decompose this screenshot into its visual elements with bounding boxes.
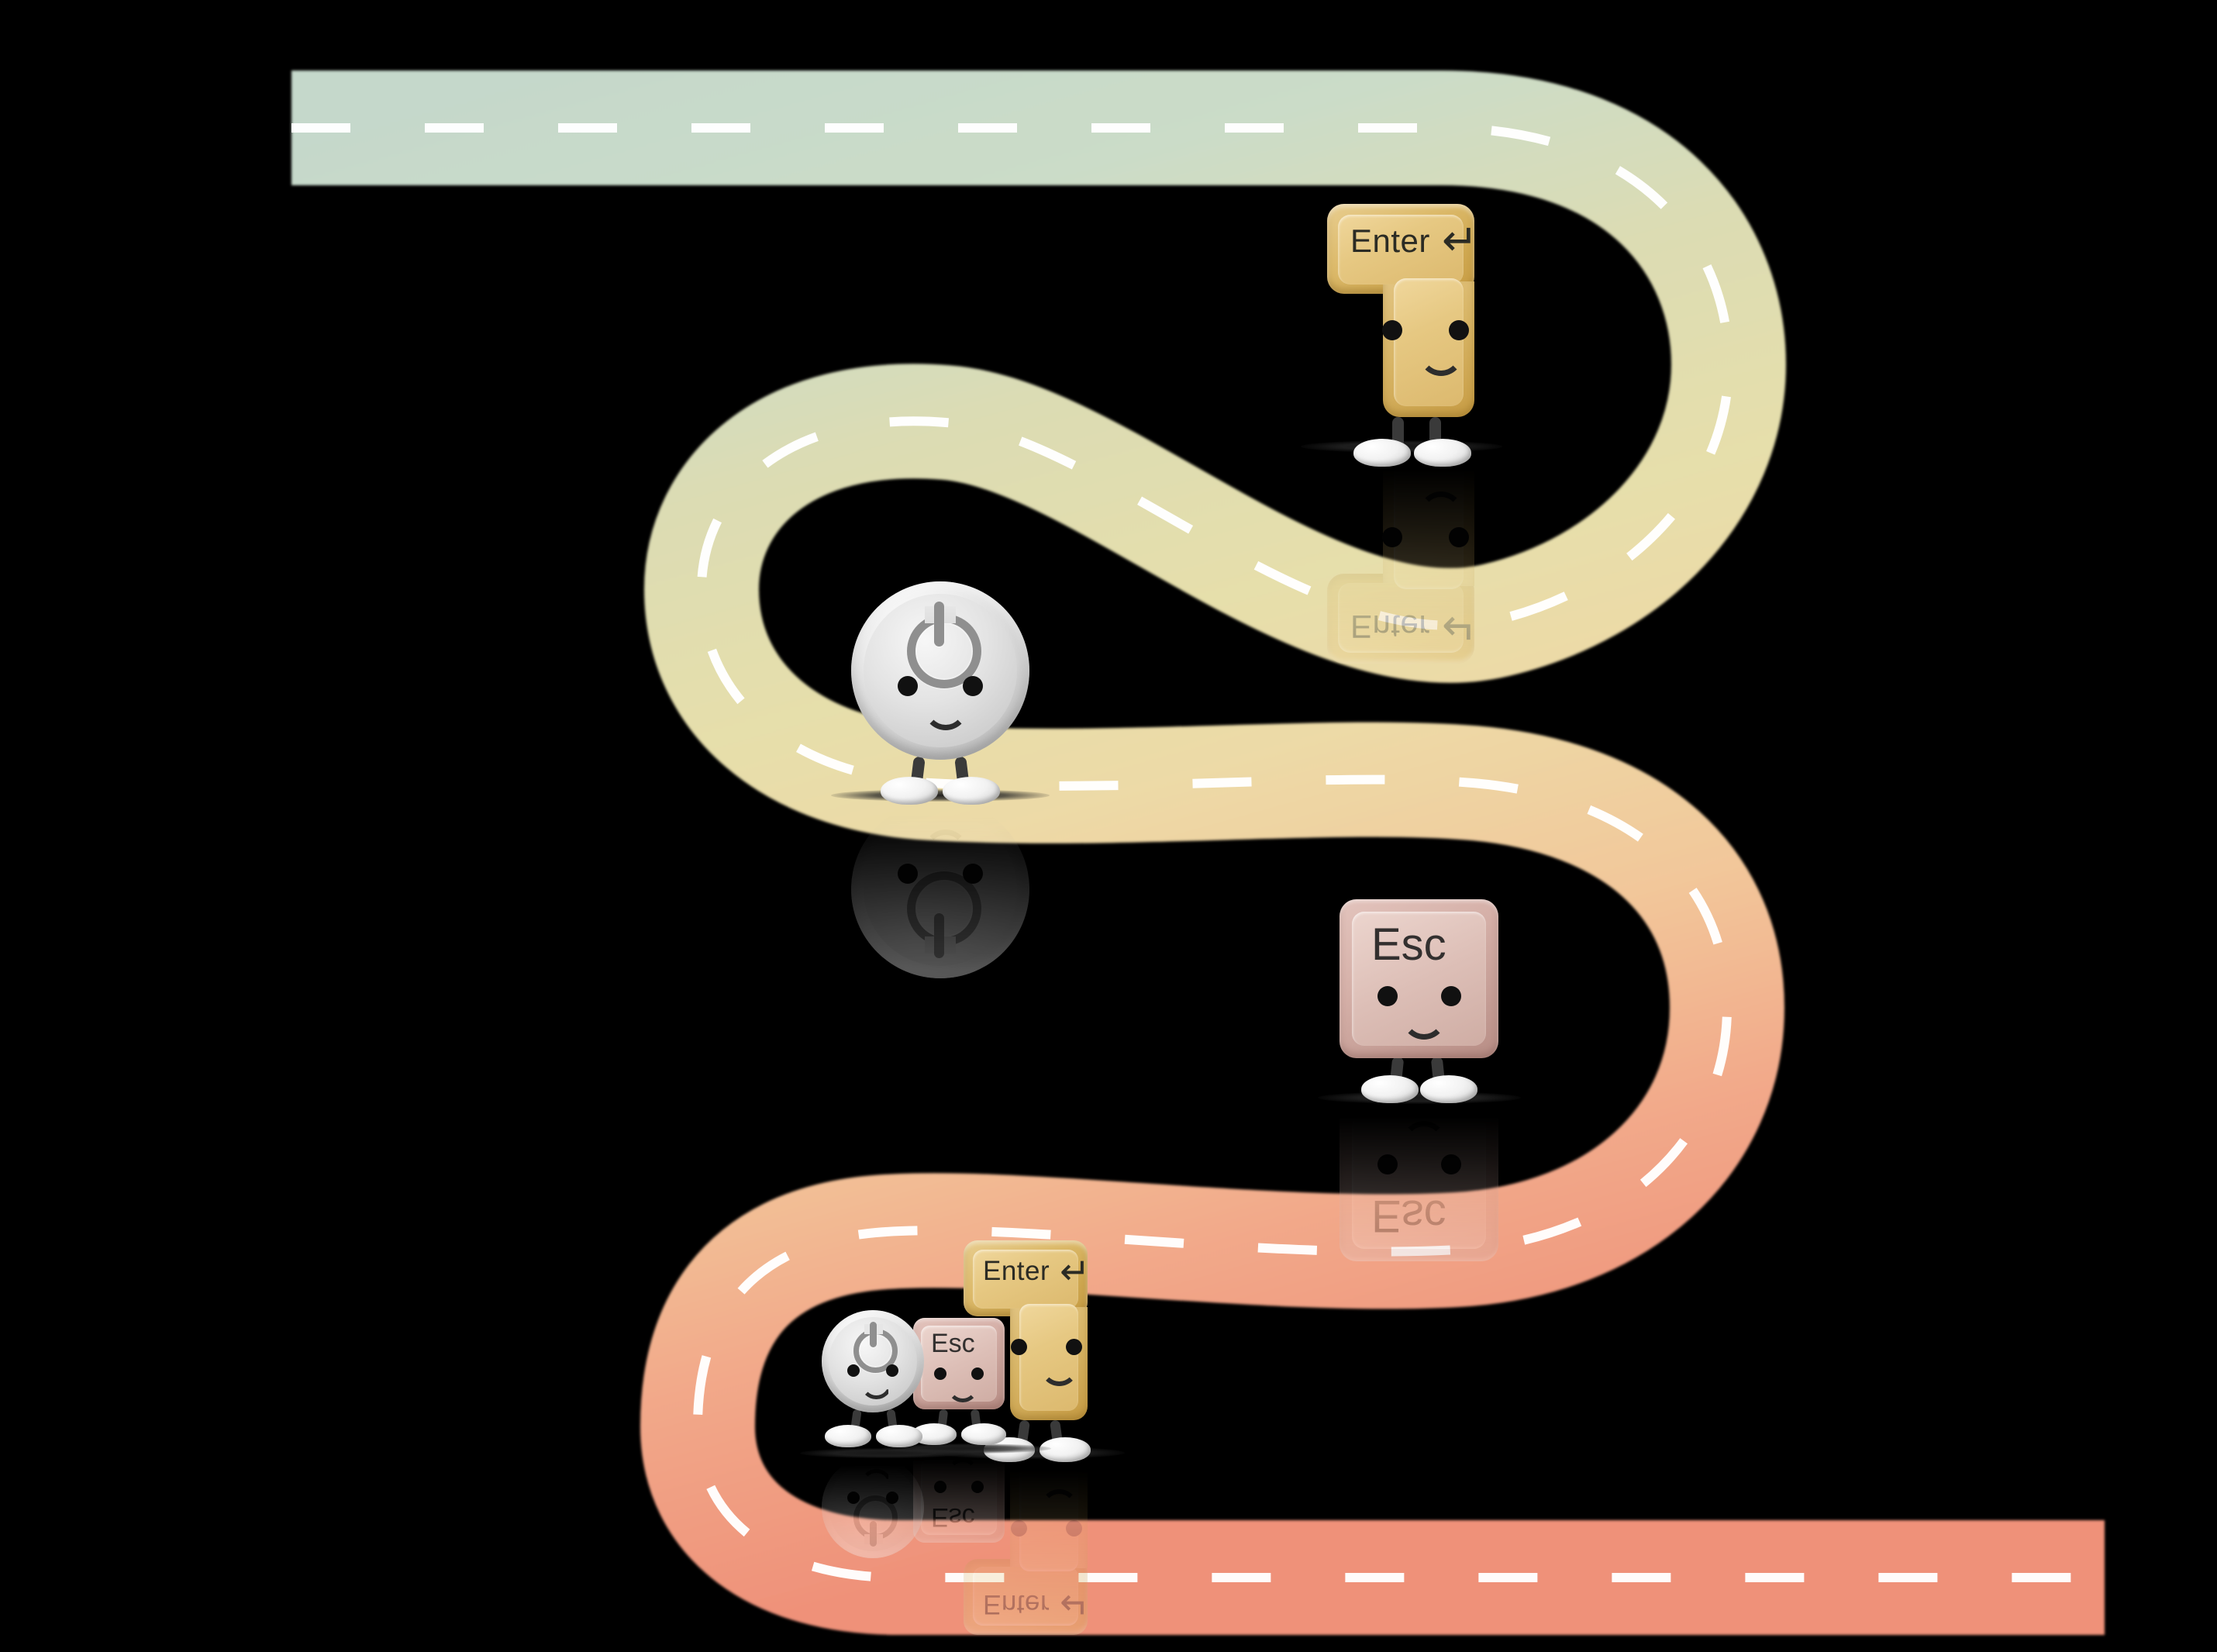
eye-left (1011, 1339, 1027, 1355)
eye-left (1011, 1520, 1027, 1536)
face-mouth-smile (1040, 1362, 1078, 1386)
eye-left (1382, 320, 1402, 340)
foot-right (943, 777, 1000, 805)
foot-right (961, 1423, 1006, 1445)
legs-enter-solo (1327, 417, 1474, 488)
foot-right (1414, 439, 1471, 467)
face-eyes (1340, 1154, 1498, 1174)
esc-key-label: Esc (1371, 919, 1446, 970)
eye-left (898, 864, 918, 884)
eye-left (934, 1367, 946, 1380)
face-eyes (1340, 986, 1498, 1006)
face-eyes (851, 864, 1029, 884)
eye-left (1377, 986, 1398, 1006)
esc-key-label: Esc (1371, 1191, 1446, 1241)
legs-power-solo (851, 756, 1029, 831)
legs-group-esc (912, 1409, 1006, 1481)
enter-key-label: Enter (983, 1256, 1050, 1286)
power-icon-bar (934, 913, 944, 958)
foot-left (825, 1425, 871, 1447)
road-center-dashes (291, 123, 2105, 1582)
eye-left (934, 1481, 946, 1493)
enter-key-return-arrow-icon: ↵ (1060, 1584, 1091, 1625)
eye-left (1382, 527, 1402, 547)
face-eyes (822, 1364, 924, 1377)
enter-key-return-arrow-icon: ↵ (1442, 603, 1479, 652)
eye-right (963, 676, 983, 696)
eye-right (1066, 1520, 1082, 1536)
eye-right (1449, 320, 1469, 340)
character-group-power[interactable] (800, 1310, 967, 1558)
eye-right (886, 1364, 898, 1377)
character-esc-solo[interactable]: Esc Esc (1318, 899, 1521, 1261)
face-mouth-smile (923, 702, 968, 730)
face-mouth-smile (947, 1383, 978, 1402)
enter-key-label: Enter (1350, 222, 1430, 259)
character-power-solo[interactable] (831, 581, 1050, 978)
power-icon-bar (870, 1322, 877, 1347)
legs-esc-solo (1340, 1056, 1498, 1129)
face-eyes (822, 1492, 924, 1504)
enter-key-label: Enter (983, 1589, 1050, 1619)
face-eyes (1327, 320, 1474, 340)
enter-key-body[interactable]: Enter ↵ (964, 1240, 1091, 1420)
face-eyes (964, 1339, 1088, 1355)
power-icon-bar (934, 602, 944, 647)
enter-key-body[interactable]: Enter ↵ (1327, 204, 1478, 417)
face-mouth-smile (1419, 348, 1464, 376)
enter-key-return-arrow-icon: ↵ (1442, 216, 1479, 264)
power-icon-bar (870, 1521, 877, 1547)
enter-key-faceplate (973, 1250, 1078, 1309)
road-path (291, 71, 2105, 1635)
eye-right (971, 1481, 984, 1493)
face-mouth-smile (860, 1380, 892, 1399)
power-button-body[interactable] (822, 1310, 924, 1412)
power-button-body[interactable] (851, 581, 1029, 760)
eye-right (1066, 1339, 1082, 1355)
foot-left (881, 777, 938, 805)
foot-right (1420, 1075, 1477, 1103)
face-eyes (851, 676, 1029, 696)
eye-left (1377, 1154, 1398, 1174)
foot-left (1361, 1075, 1419, 1103)
enter-key-label: Enter (1350, 609, 1430, 645)
esc-key-body[interactable]: Esc (1340, 899, 1498, 1058)
esc-key-label: Esc (931, 1502, 975, 1532)
esc-key-label: Esc (931, 1329, 975, 1358)
enter-key-faceplate (1338, 215, 1464, 285)
esc-key-body[interactable]: Esc (913, 1318, 1005, 1409)
eye-right (971, 1367, 984, 1380)
eye-left (847, 1364, 860, 1377)
eye-right (963, 864, 983, 884)
eye-right (1440, 986, 1461, 1006)
eye-left (898, 676, 918, 696)
enter-key-return-arrow-icon: ↵ (1060, 1250, 1091, 1292)
face-eyes (913, 1367, 1005, 1380)
foot-left (1353, 439, 1411, 467)
enter-key-faceplate-lower (1394, 278, 1464, 406)
ground-shadow-group-power (800, 1448, 967, 1458)
legs-group-power (822, 1409, 924, 1484)
character-enter-solo[interactable]: Enter ↵ Enter ↵ (1301, 204, 1502, 664)
eye-left (847, 1492, 860, 1504)
eye-right (1449, 527, 1469, 547)
face-mouth-smile (1402, 1012, 1446, 1040)
character-group-esc[interactable]: Esc Esc (882, 1318, 1051, 1543)
face-eyes (1327, 527, 1474, 547)
enter-key-faceplate-lower (1019, 1304, 1078, 1411)
foot-right (876, 1425, 922, 1447)
eye-right (886, 1492, 898, 1504)
face-eyes (913, 1481, 1005, 1493)
character-group-enter[interactable]: Enter ↵ Enter ↵ (933, 1240, 1125, 1635)
eye-right (1440, 1154, 1461, 1174)
